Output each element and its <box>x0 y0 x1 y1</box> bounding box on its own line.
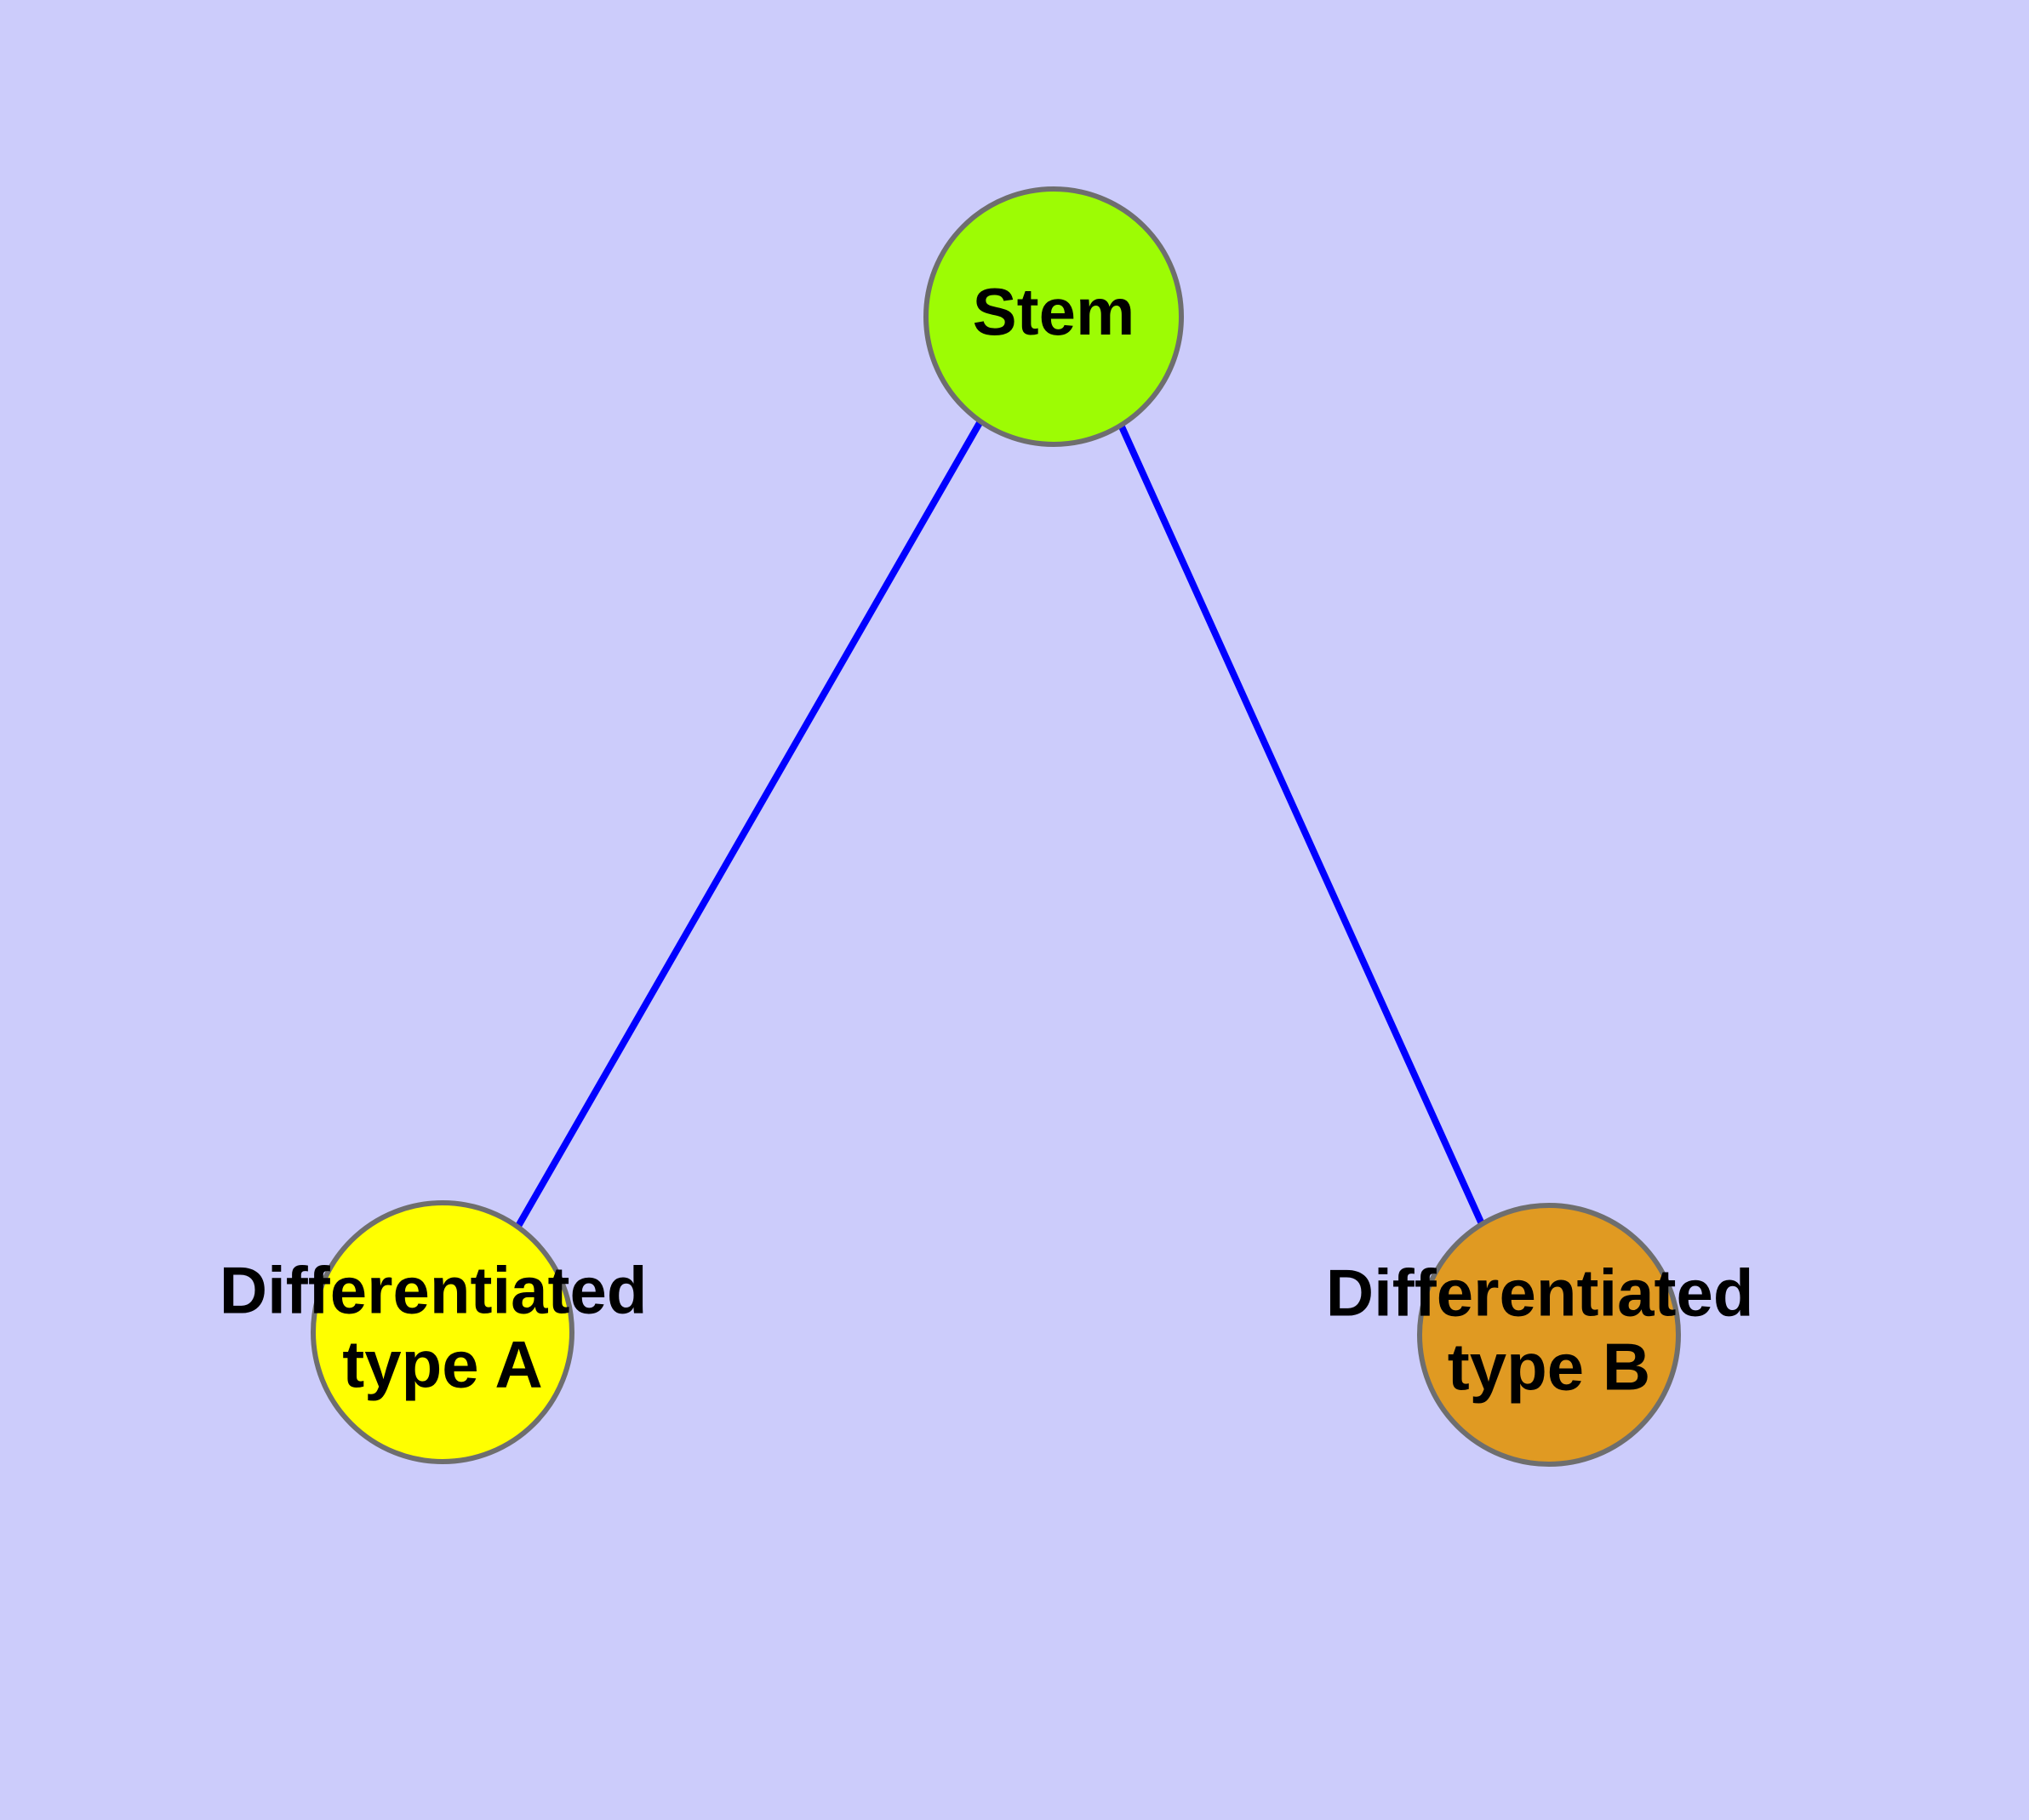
node-stem-label-line1: Stem <box>973 274 1135 349</box>
node-stem-circle[interactable] <box>923 186 1184 447</box>
node-diff-type-b-label-line1: Differentiated <box>1326 1255 1754 1330</box>
node-stem[interactable] <box>923 186 1184 447</box>
node-diff-type-a-circle[interactable] <box>311 1200 574 1464</box>
label-layer: Stem Differentiated type A Differentiate… <box>220 274 1772 1405</box>
edge-layer <box>514 420 1486 1229</box>
node-diff-type-b[interactable] <box>1417 1203 1681 1467</box>
node-layer <box>311 186 1681 1467</box>
node-diff-type-a[interactable] <box>311 1200 574 1464</box>
node-diff-type-b-label-line2: type B <box>1448 1329 1650 1404</box>
node-diff-type-a-label-line2: type A <box>342 1326 543 1401</box>
edge-stem-to-type-a[interactable] <box>514 420 984 1229</box>
node-diff-type-a-label: Differentiated type A <box>220 1252 666 1401</box>
node-diff-type-a-label-line1: Differentiated <box>220 1252 648 1327</box>
edge-stem-to-type-b[interactable] <box>1117 423 1486 1228</box>
node-stem-label: Stem <box>973 274 1135 349</box>
node-diff-type-b-circle[interactable] <box>1417 1203 1681 1467</box>
node-diff-type-b-label: Differentiated type B <box>1326 1255 1772 1404</box>
